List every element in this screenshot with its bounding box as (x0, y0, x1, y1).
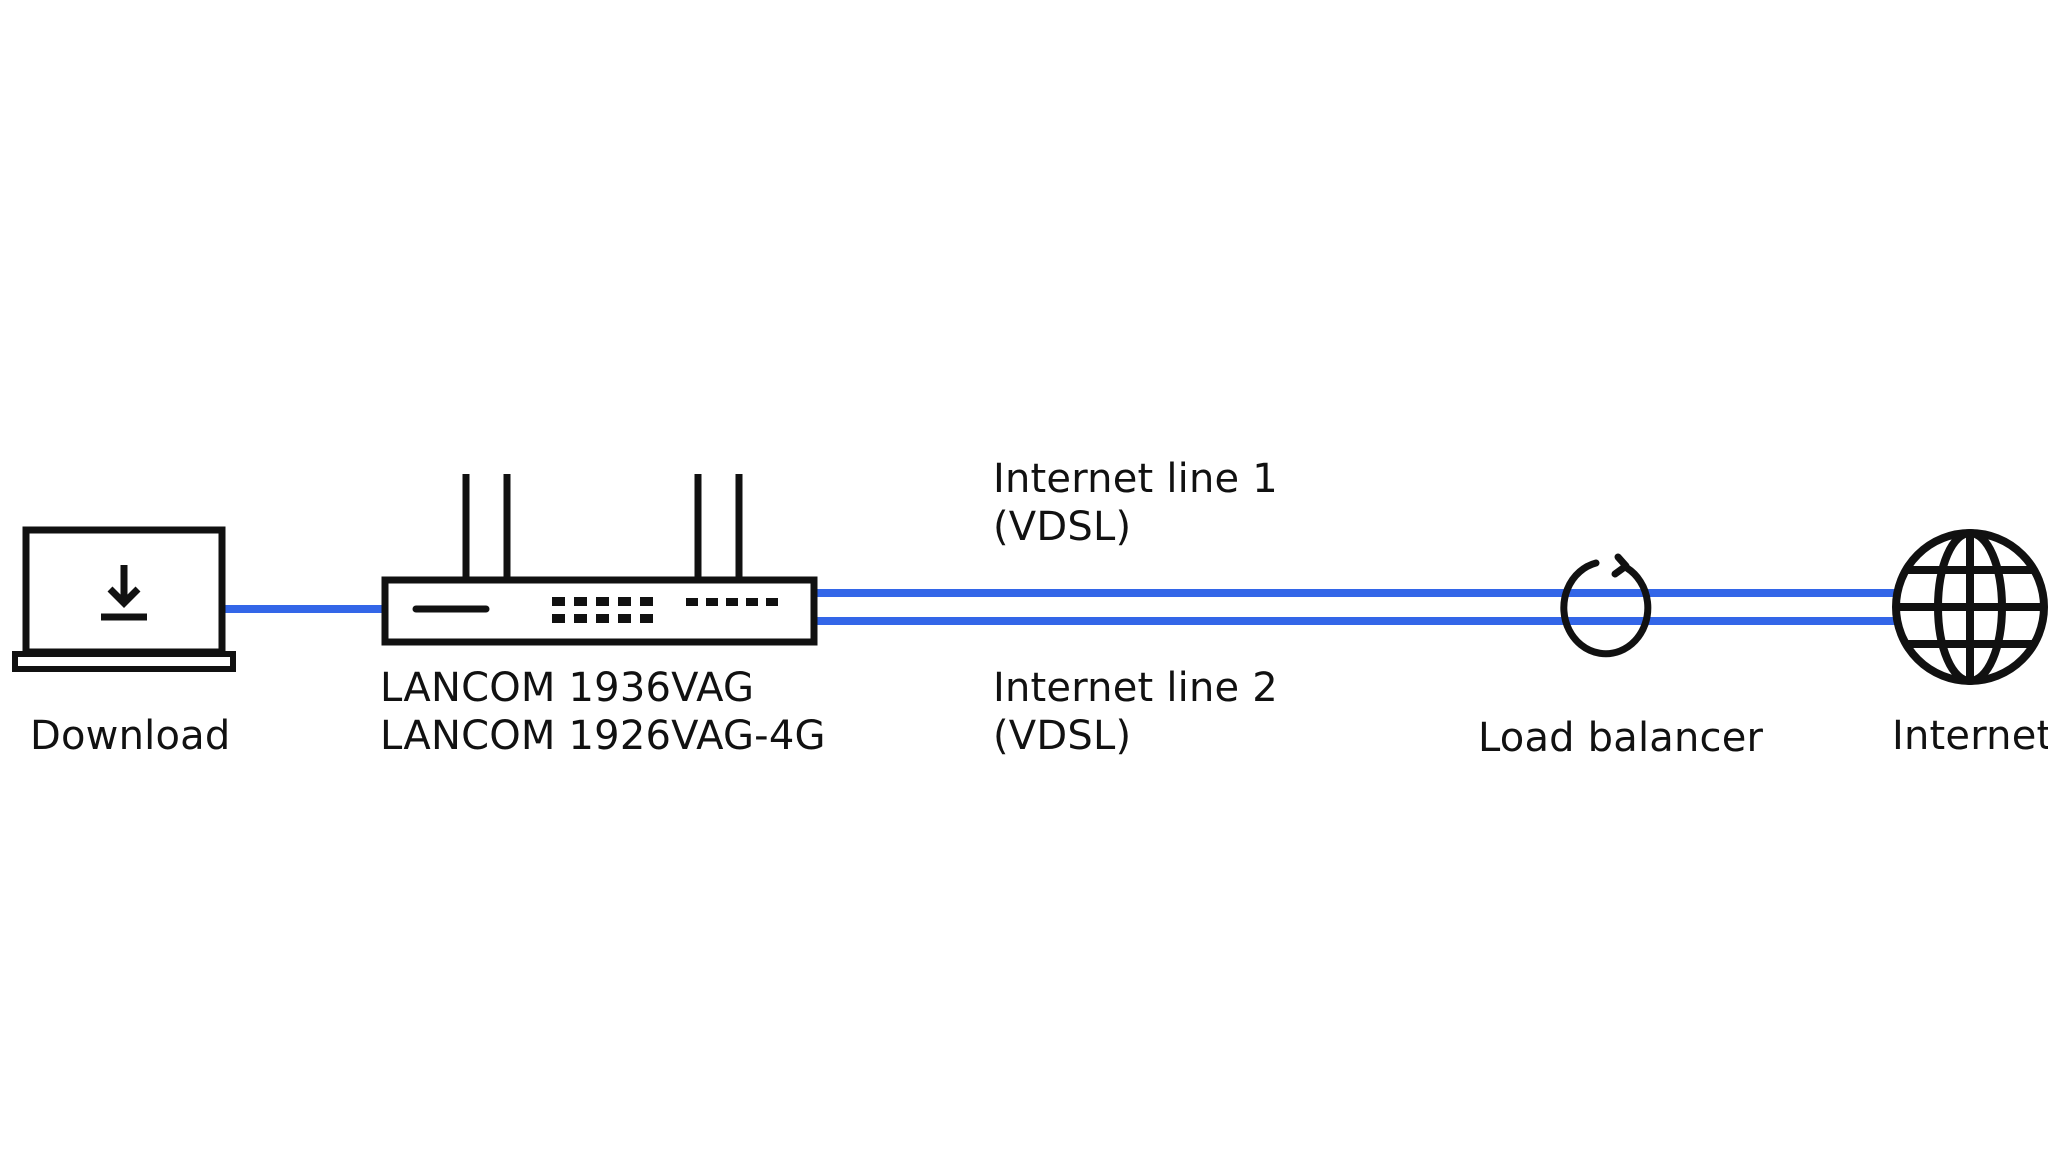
router-label-line-2: LANCOM 1926VAG-4G (380, 713, 826, 759)
internet-line-1-label: Internet line 1 (VDSL) (993, 455, 1278, 551)
internet-label: Internet (1892, 712, 2048, 760)
load-balancer-label: Load balancer (1478, 714, 1763, 762)
rotate-arrow-icon (1560, 553, 1652, 658)
router-label-line-1: LANCOM 1936VAG (380, 665, 755, 711)
internet-line-1-title: Internet line 1 (993, 456, 1278, 502)
router-icon (381, 474, 818, 646)
laptop-download-icon (12, 526, 236, 672)
router-label: LANCOM 1936VAG LANCOM 1926VAG-4G (380, 664, 826, 760)
internet-label-text: Internet (1892, 713, 2048, 759)
download-label-text: Download (30, 713, 231, 759)
download-label: Download (30, 712, 230, 760)
internet-line-2-title: Internet line 2 (993, 665, 1278, 711)
load-balancer-label-text: Load balancer (1478, 715, 1764, 761)
internet-line-2-type: (VDSL) (993, 713, 1132, 759)
globe-icon (1892, 529, 2048, 685)
internet-line-1-type: (VDSL) (993, 504, 1132, 550)
router-ports (552, 597, 778, 623)
internet-line-2-label: Internet line 2 (VDSL) (993, 664, 1278, 760)
router-body (381, 576, 818, 646)
